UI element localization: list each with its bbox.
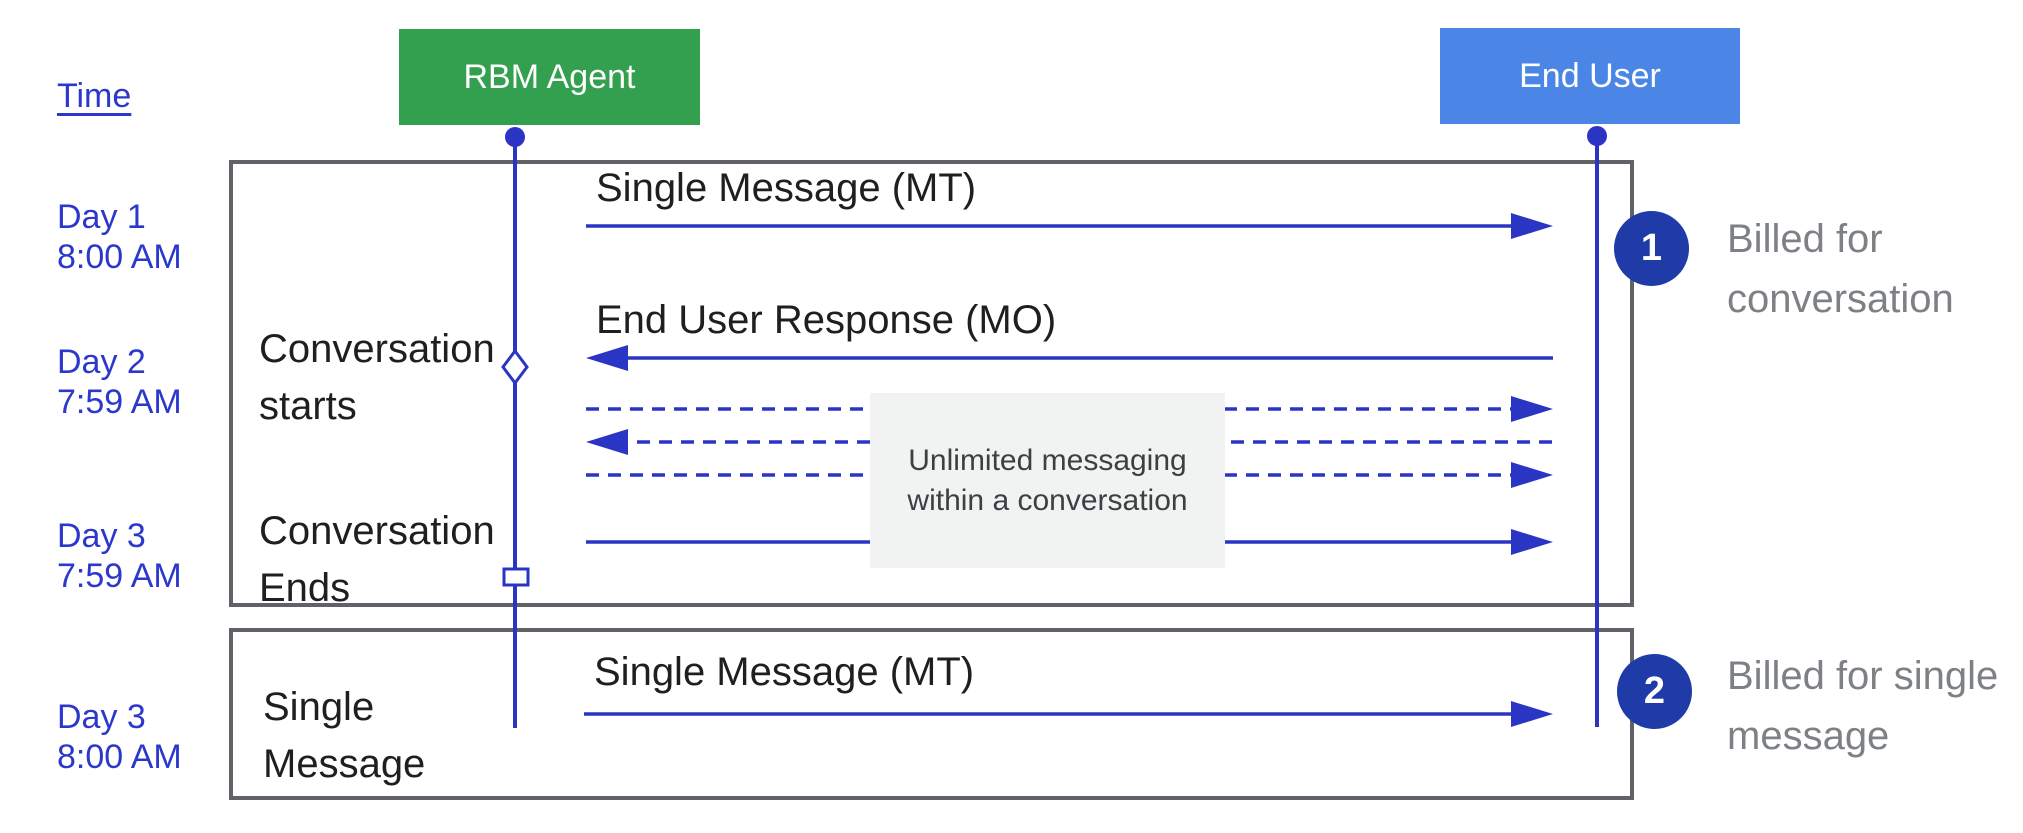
timeline-entry-day3-single: Day 3 8:00 AM — [57, 697, 182, 777]
phase-label-conversation-starts: Conversation starts — [259, 327, 495, 428]
timeline-day: Day 3 — [57, 517, 146, 555]
actor-label-end-user: End User — [1519, 56, 1661, 95]
unlimited-messaging-note-text: Unlimited messaging within a conversatio… — [907, 443, 1188, 517]
actor-label-rbm-agent: RBM Agent — [463, 57, 636, 96]
unlimited-messaging-note: Unlimited messaging within a conversatio… — [870, 393, 1225, 568]
timeline-entry-day2: Day 2 7:59 AM — [57, 342, 182, 422]
timeline-time: 8:00 AM — [57, 238, 182, 276]
billed-for-conversation-label: Billed for conversation — [1727, 217, 1954, 321]
end-user-lifeline-dot — [1587, 126, 1607, 146]
actor-box-rbm-agent: RBM Agent — [399, 29, 700, 125]
message-label-mo: End User Response (MO) — [596, 298, 1057, 342]
timeline-entry-day3-end: Day 3 7:59 AM — [57, 516, 182, 596]
billing-badge-1-number: 1 — [1640, 227, 1663, 269]
timeline-time: 7:59 AM — [57, 557, 182, 595]
timeline-day: Day 1 — [57, 198, 146, 236]
billing-badge-2-number: 2 — [1643, 670, 1666, 712]
phase-label-conversation-ends: Conversation Ends — [259, 509, 495, 610]
timeline-time: 8:00 AM — [57, 738, 182, 776]
timeline-entry-day1: Day 1 8:00 AM — [57, 197, 182, 277]
billing-badge-1: 1 — [1614, 211, 1689, 286]
rbm-agent-lifeline-dot — [505, 127, 525, 147]
time-column-header: Time — [57, 77, 132, 115]
timeline-time: 7:59 AM — [57, 383, 182, 421]
billed-for-single-message-label: Billed for single message — [1727, 654, 1999, 758]
phase-label-single-message: Single Message — [263, 685, 426, 786]
billing-badge-2: 2 — [1617, 654, 1692, 729]
conversation-frame — [229, 160, 1634, 607]
timeline-day: Day 2 — [57, 343, 146, 381]
timeline-day: Day 3 — [57, 698, 146, 736]
message-label-mt-1: Single Message (MT) — [596, 166, 977, 210]
actor-box-end-user: End User — [1440, 28, 1740, 124]
message-label-mt-2: Single Message (MT) — [594, 650, 975, 694]
